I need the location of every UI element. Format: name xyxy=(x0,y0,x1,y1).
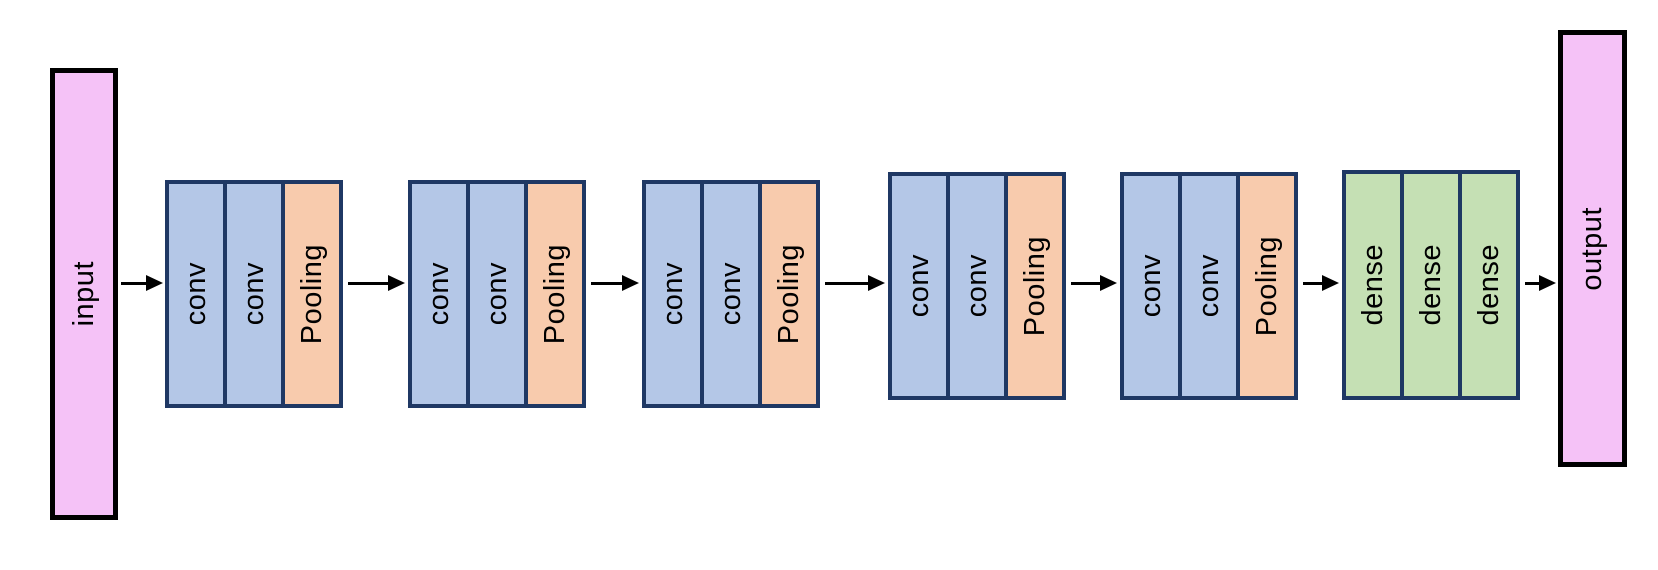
pooling-layer: Pooling xyxy=(528,184,582,404)
arrow-shaft xyxy=(348,281,392,285)
layer-label: conv xyxy=(656,262,689,326)
dense-layer: dense xyxy=(1404,174,1462,396)
arrow-head-icon xyxy=(388,275,405,291)
dense-block: dense dense dense xyxy=(1342,170,1520,400)
conv-layer: conv xyxy=(169,184,227,404)
layer-label: dense xyxy=(1414,244,1447,326)
conv-layer: conv xyxy=(1124,176,1182,396)
layer-label: Pooling xyxy=(1250,235,1283,337)
layer-label: conv xyxy=(714,262,747,326)
arrow-head-icon xyxy=(1539,275,1556,291)
flow-arrow-3 xyxy=(591,275,639,291)
pooling-layer: Pooling xyxy=(1240,176,1294,396)
arrow-head-icon xyxy=(1100,275,1117,291)
output-box: output xyxy=(1558,30,1627,467)
conv-layer: conv xyxy=(646,184,704,404)
layer-label: Pooling xyxy=(772,243,805,345)
dense-layer: dense xyxy=(1462,174,1516,396)
pooling-layer: Pooling xyxy=(762,184,816,404)
output-label: output xyxy=(1576,206,1608,291)
dense-layer: dense xyxy=(1346,174,1404,396)
input-box: input xyxy=(50,68,118,520)
conv-block-1: conv conv Pooling xyxy=(165,180,343,408)
flow-arrow-7 xyxy=(1525,275,1556,291)
arrow-head-icon xyxy=(146,275,163,291)
conv-layer: conv xyxy=(1182,176,1240,396)
conv-layer: conv xyxy=(950,176,1008,396)
arrow-shaft xyxy=(1071,281,1104,285)
conv-layer: conv xyxy=(470,184,528,404)
layer-label: conv xyxy=(480,262,513,326)
arrow-shaft xyxy=(121,281,150,285)
conv-block-4: conv conv Pooling xyxy=(888,172,1066,400)
arrow-shaft xyxy=(825,281,872,285)
layer-label: Pooling xyxy=(295,243,328,345)
arrow-shaft xyxy=(591,281,626,285)
conv-layer: conv xyxy=(227,184,285,404)
layer-label: Pooling xyxy=(538,243,571,345)
layer-label: dense xyxy=(1356,244,1389,326)
layer-label: dense xyxy=(1472,244,1505,326)
flow-arrow-2 xyxy=(348,275,405,291)
pooling-layer: Pooling xyxy=(1008,176,1062,396)
layer-label: conv xyxy=(960,254,993,318)
conv-layer: conv xyxy=(412,184,470,404)
layer-label: conv xyxy=(902,254,935,318)
conv-block-3: conv conv Pooling xyxy=(642,180,820,408)
arrow-shaft xyxy=(1303,281,1326,285)
input-label: input xyxy=(67,261,100,327)
flow-arrow-6 xyxy=(1303,275,1339,291)
flow-arrow-4 xyxy=(825,275,885,291)
layer-label: conv xyxy=(1134,254,1167,318)
arrow-head-icon xyxy=(1322,275,1339,291)
conv-block-2: conv conv Pooling xyxy=(408,180,586,408)
flow-arrow-1 xyxy=(121,275,163,291)
layer-label: conv xyxy=(179,262,212,326)
conv-layer: conv xyxy=(892,176,950,396)
conv-layer: conv xyxy=(704,184,762,404)
arrow-head-icon xyxy=(622,275,639,291)
conv-block-5: conv conv Pooling xyxy=(1120,172,1298,400)
flow-arrow-5 xyxy=(1071,275,1117,291)
arrow-shaft xyxy=(1525,281,1543,285)
layer-label: Pooling xyxy=(1018,235,1051,337)
arrow-head-icon xyxy=(868,275,885,291)
pooling-layer: Pooling xyxy=(285,184,339,404)
layer-label: conv xyxy=(1192,254,1225,318)
layer-label: conv xyxy=(237,262,270,326)
layer-label: conv xyxy=(422,262,455,326)
